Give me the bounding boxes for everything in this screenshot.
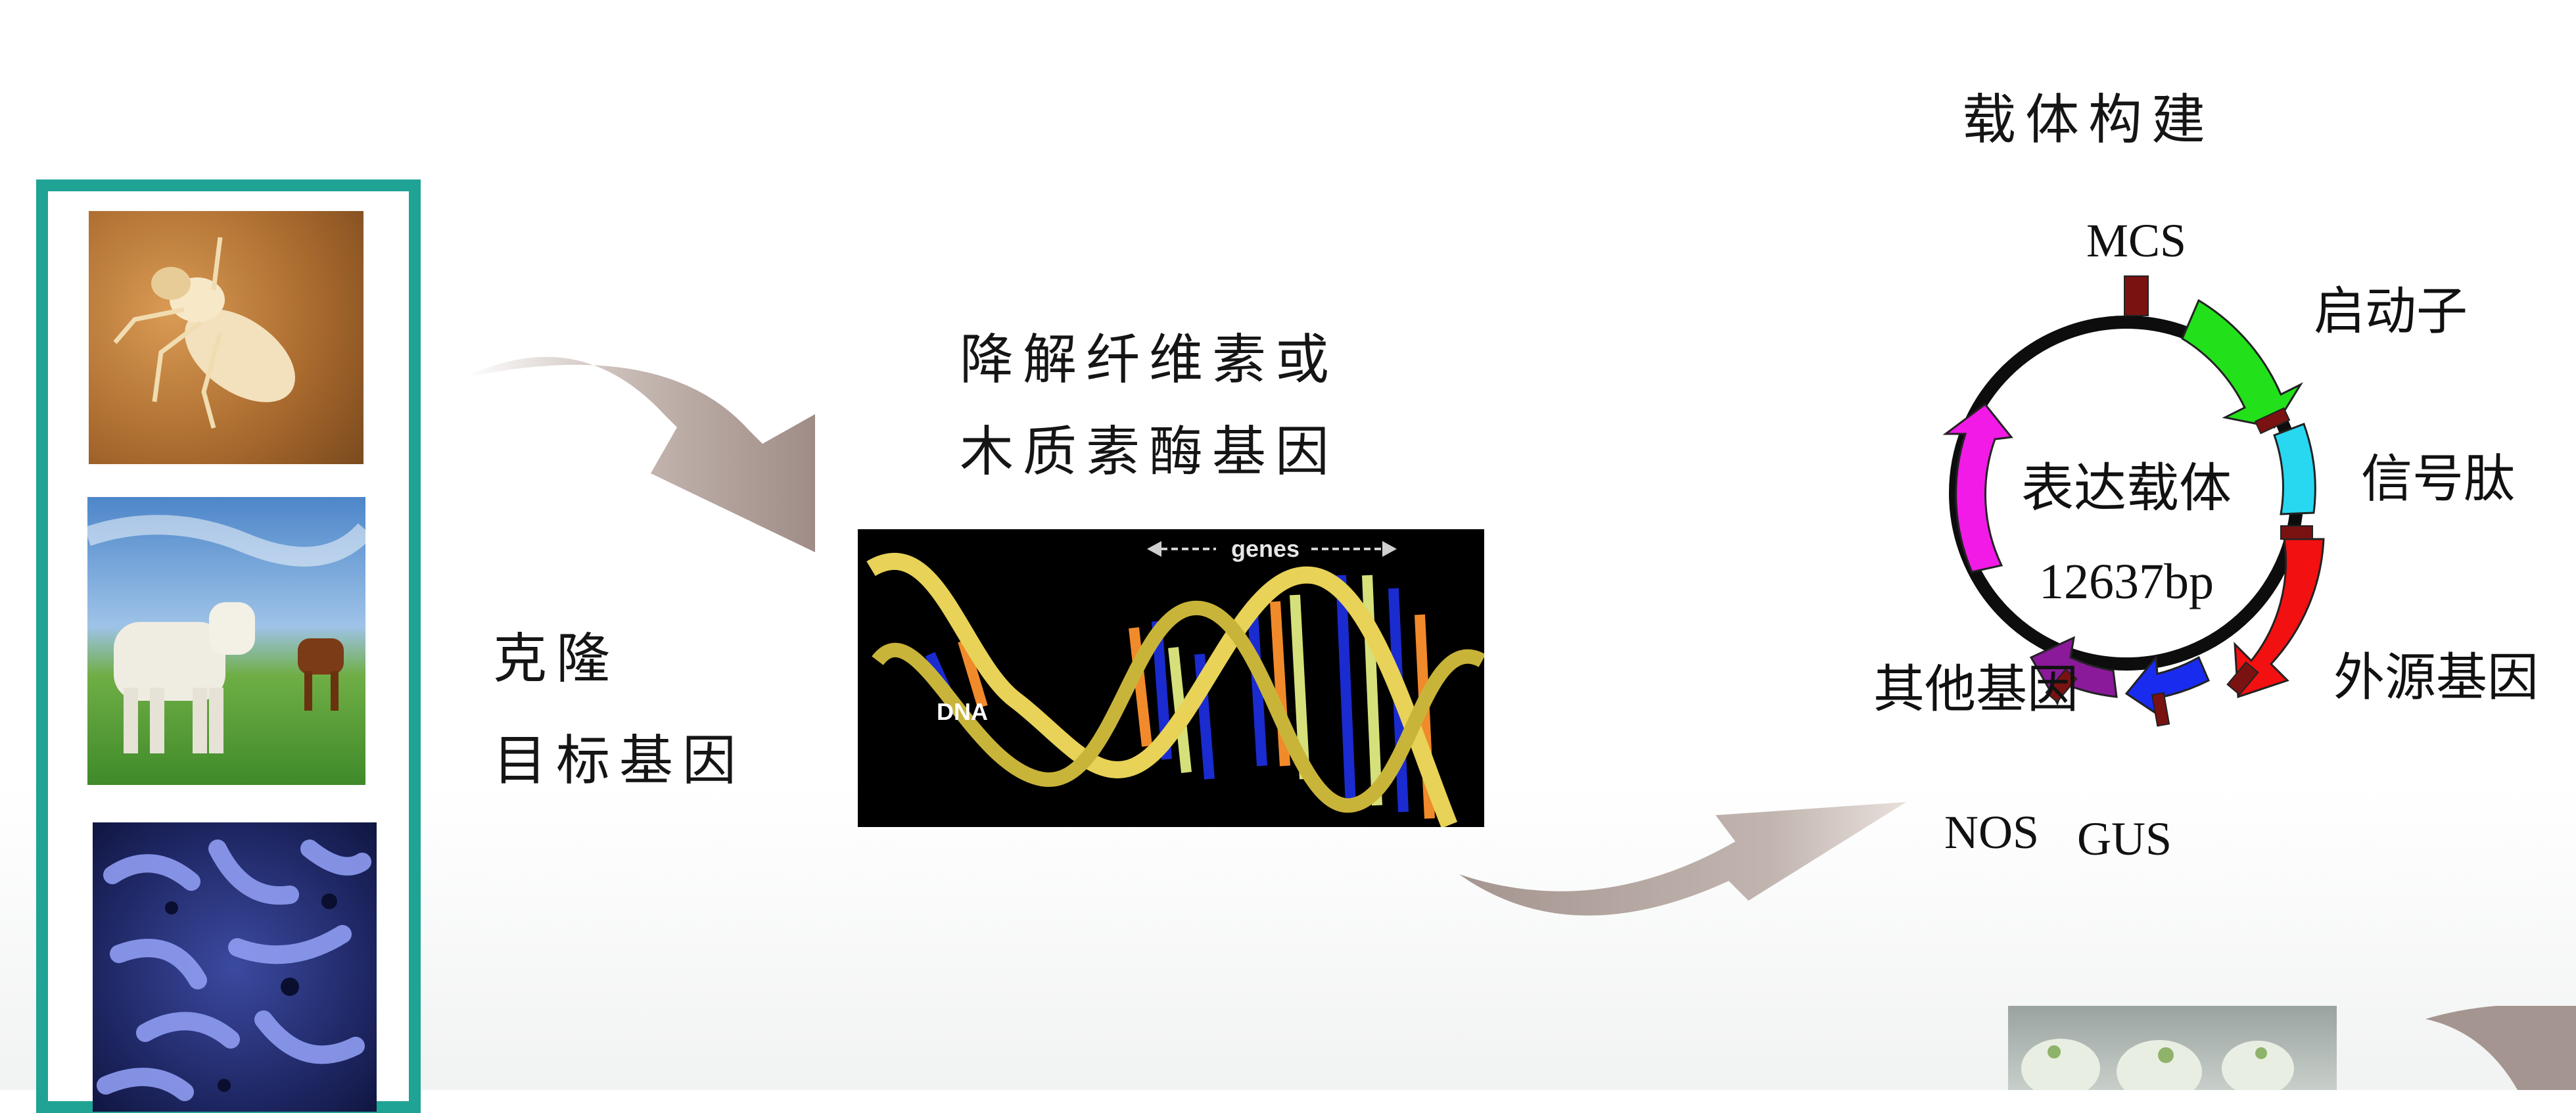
vector-size-label: 12637bp <box>2039 554 2214 609</box>
promoter-segment <box>2181 298 2304 429</box>
plant-tissue-illustration <box>2021 1039 2294 1090</box>
foreign-gene-label: 外源基因 <box>2333 648 2539 707</box>
promoter-label: 启动子 <box>2314 282 2468 341</box>
dna-label: DNA <box>937 698 988 725</box>
target-gene-label: 目标基因 <box>493 730 746 792</box>
curved-arrow-1 <box>463 356 815 552</box>
gus-label: GUS <box>2077 813 2172 865</box>
signal-peptide-segment <box>2273 423 2316 515</box>
microbes-illustration <box>97 840 371 1101</box>
clone-label: 克隆 <box>493 628 620 690</box>
plant-tissue-photo <box>2008 1006 2337 1090</box>
vector-name-label: 表达载体 <box>2021 458 2232 519</box>
termite-illustration <box>113 237 295 429</box>
curved-arrow-2 <box>1459 802 1906 916</box>
other-genes-segment <box>1942 402 2013 573</box>
genes-label: genes <box>1231 535 1300 562</box>
mcs-label: MCS <box>2086 214 2186 267</box>
curved-arrow-3 <box>2425 1006 2576 1090</box>
other-genes-label: 其他基因 <box>1873 660 2078 719</box>
foreign-gene-segment <box>2234 538 2325 699</box>
restriction-site-markers <box>2045 275 2313 727</box>
cows-illustration <box>87 515 365 753</box>
microbe-photo <box>93 822 377 1112</box>
expression-vector-map: MCS 启动子 信号肽 外源基因 其他基因 NOS GUS 表达载体 12637… <box>1873 214 2539 865</box>
genes-range-indicator: genes <box>1147 535 1397 562</box>
cow-photo <box>87 497 365 785</box>
signal-peptide-label: 信号肽 <box>2361 450 2515 509</box>
dna-helix-illustration: genes DNA <box>866 535 1484 827</box>
nos-label: NOS <box>1944 806 2039 859</box>
dna-helix-figure: genes DNA <box>858 529 1484 827</box>
source-organisms-panel <box>36 179 421 1113</box>
termite-photo <box>89 211 363 464</box>
enzyme-gene-label-line2: 木质素酶基因 <box>960 421 1339 483</box>
gus-segment <box>2124 655 2210 722</box>
vector-construction-title: 载体构建 <box>1962 89 2215 151</box>
enzyme-gene-label-line1: 降解纤维素或 <box>960 329 1339 391</box>
